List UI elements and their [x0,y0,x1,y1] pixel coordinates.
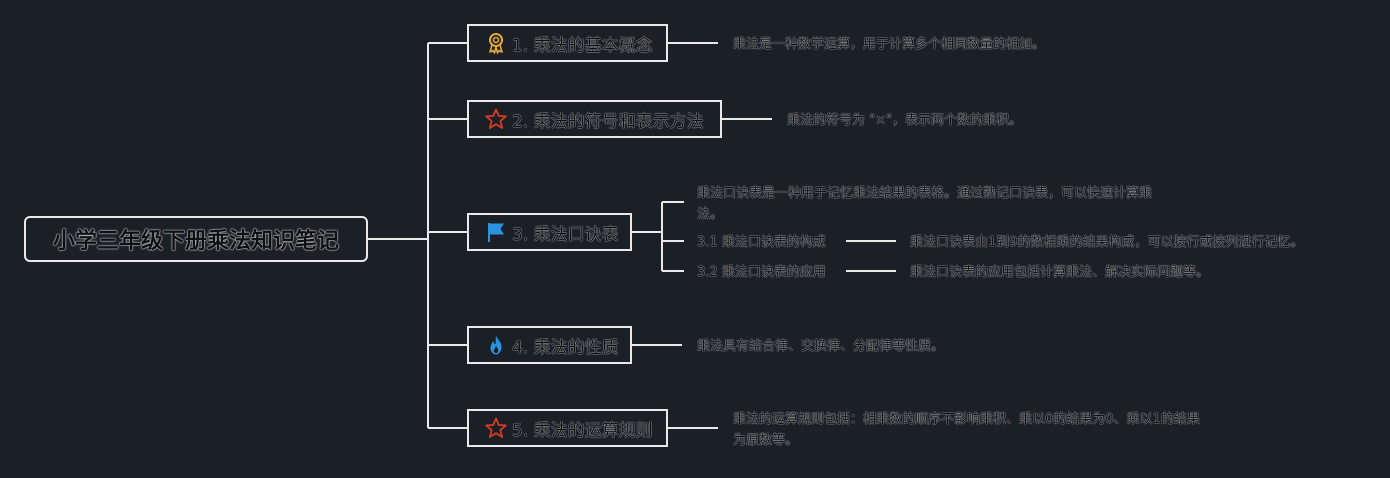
topic-3-note-line-1: 乘法口诀表是一种用于记忆乘法结果的表格。通过熟记口诀表，可以快速计算乘 [697,186,1153,201]
topic-3[interactable]: 3. 乘法口诀表 [467,213,632,251]
topic-5-note-line-1: 乘法的运算规则包括：相乘数的顺序不影响乘积、乘以0的结果为0、乘以1的结果 [733,412,1200,427]
flag-icon [485,221,507,243]
topic-4-note: 乘法具有结合律、交换律、分配律等性质。 [697,339,945,354]
root-title: 小学三年级下册乘法知识笔记 [52,229,339,254]
award-ribbon-icon [485,32,507,54]
subtopic-3-2-note: 乘法口诀表的应用包括计算乘法、解决实际问题等。 [910,265,1210,280]
topic-5-note-line-2: 为原数等。 [733,433,799,448]
subtopic-3-1-label[interactable]: 3.1 乘法口诀表的构成 [697,235,826,250]
topic-3-label: 3. 乘法口诀表 [512,224,619,245]
star-outline-icon [485,417,507,439]
topic-4-label: 4. 乘法的性质 [512,337,619,358]
subtopic-3-2-label[interactable]: 3.2 乘法口诀表的应用 [697,265,826,280]
topic-1-note: 乘法是一种数学运算，用于计算多个相同数量的相加。 [733,37,1046,52]
topic-2-label: 2. 乘法的符号和表示方法 [512,111,704,132]
topic-5-note: 乘法的运算规则包括：相乘数的顺序不影响乘积、乘以0的结果为0、乘以1的结果 为原… [733,409,1200,451]
topic-5-label: 5. 乘法的运算规则 [512,420,653,441]
topic-3-note: 乘法口诀表是一种用于记忆乘法结果的表格。通过熟记口诀表，可以快速计算乘 法。 [697,183,1152,225]
topic-1-label: 1. 乘法的基本概念 [512,35,653,56]
topic-4[interactable]: 4. 乘法的性质 [467,326,632,364]
star-outline-icon [485,108,507,130]
fire-icon [485,334,507,356]
topic-2[interactable]: 2. 乘法的符号和表示方法 [467,100,722,138]
subtopic-3-1-note: 乘法口诀表由1到9的数相乘的结果构成，可以按行或按列进行记忆。 [910,235,1304,250]
topic-3-note-line-2: 法。 [697,207,724,222]
root-topic[interactable]: 小学三年级下册乘法知识笔记 [24,216,368,262]
topic-5[interactable]: 5. 乘法的运算规则 [467,409,668,447]
topic-2-note: 乘法的符号为 "×"，表示两个数的乘积。 [787,113,1022,128]
topic-1[interactable]: 1. 乘法的基本概念 [467,24,668,62]
